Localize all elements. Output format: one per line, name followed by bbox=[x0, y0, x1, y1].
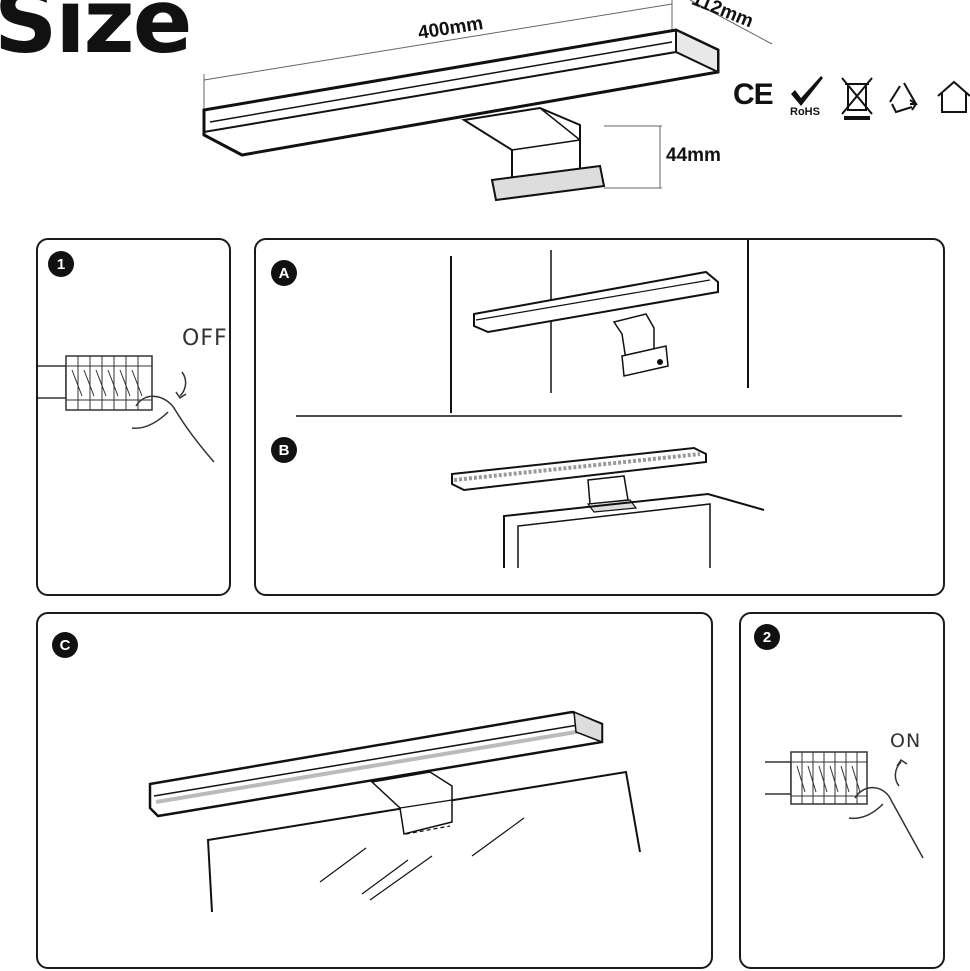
height-dimension-label: 44mm bbox=[666, 145, 721, 166]
step-1-panel bbox=[36, 238, 231, 596]
step-b-badge: B bbox=[271, 437, 297, 463]
weee-bin-icon bbox=[841, 77, 873, 120]
mount-on-mirror-illustration bbox=[148, 710, 641, 913]
step-1-badge: 1 bbox=[48, 251, 74, 277]
lamp-dimension-drawing bbox=[202, 0, 773, 202]
rohs-label: RoHS bbox=[790, 106, 820, 118]
indoor-house-icon bbox=[937, 80, 970, 113]
step-2-badge: 2 bbox=[754, 624, 780, 650]
breaker-on-illustration bbox=[765, 751, 924, 859]
ce-mark-icon: CE bbox=[733, 78, 774, 111]
on-label: ON bbox=[890, 730, 922, 752]
step-a-badge: A bbox=[271, 260, 297, 286]
step-c-badge: C bbox=[52, 632, 78, 658]
mount-on-cabinet-illustration bbox=[296, 240, 902, 568]
breaker-off-illustration bbox=[38, 355, 215, 463]
rohs-check-icon bbox=[791, 76, 823, 106]
page-title: Size bbox=[0, 0, 192, 73]
recycle-icon bbox=[889, 82, 918, 114]
off-label: OFF bbox=[182, 326, 228, 351]
